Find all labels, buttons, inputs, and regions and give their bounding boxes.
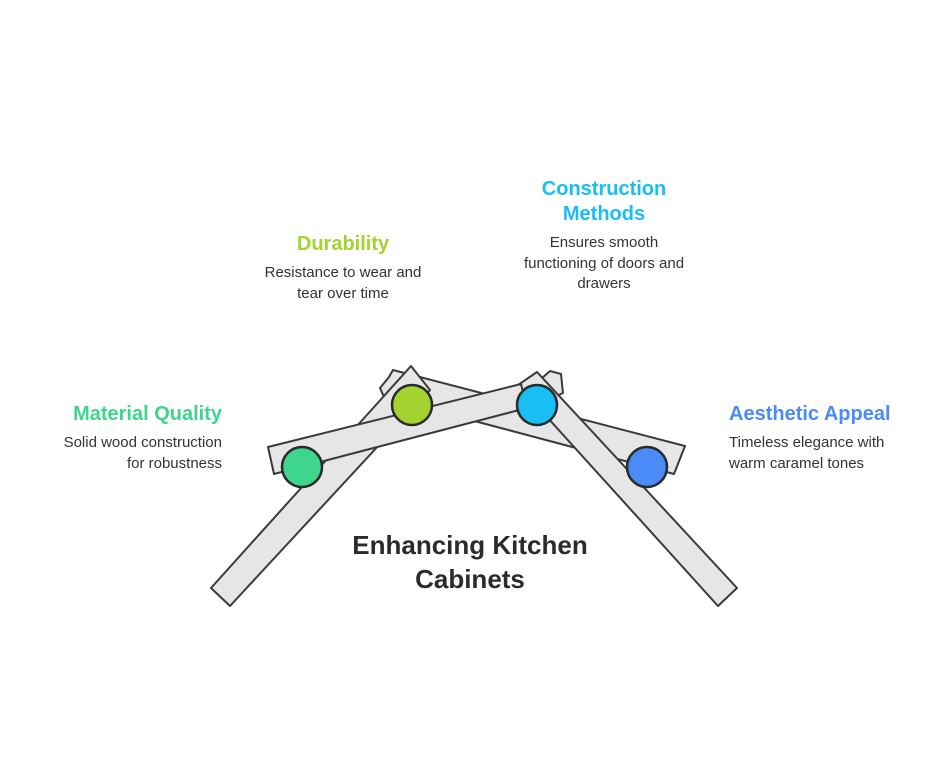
construction-methods-title: Construction Methods	[488, 177, 720, 227]
aesthetic-appeal-description: Timeless elegance with warm caramel tone…	[729, 433, 929, 474]
diagram-title: Enhancing Kitchen Cabinets	[300, 528, 640, 597]
material-quality-title: Material Quality	[73, 403, 222, 425]
durability-desc-line: Resistance to wear and	[264, 264, 422, 281]
construction-methods-desc-line: functioning of doors and	[523, 254, 685, 272]
durability-label: Durability Resistance to wear and tear o…	[235, 232, 451, 304]
construction-methods-desc-line: Ensures smooth	[549, 234, 659, 251]
aesthetic-appeal-node	[625, 445, 669, 489]
material-quality-description: Solid wood construction for robustness	[20, 433, 222, 474]
construction-methods-node	[515, 383, 559, 427]
material-quality-desc-line: Solid wood construction	[63, 434, 222, 451]
construction-methods-desc-line: drawers	[577, 275, 631, 293]
material-quality-label: Material Quality Solid wood construction…	[20, 402, 222, 474]
aesthetic-appeal-desc-line: Timeless elegance with	[729, 434, 885, 451]
aesthetic-appeal-title: Aesthetic Appeal	[729, 403, 891, 425]
diagram-title-line: Cabinets	[415, 564, 525, 595]
material-quality-node	[280, 445, 324, 489]
aesthetic-appeal-desc-line: warm caramel tones	[729, 454, 865, 472]
material-quality-desc-line: for robustness	[126, 454, 222, 472]
construction-methods-title-line: Methods	[562, 203, 646, 225]
durability-desc-line: tear over time	[297, 284, 389, 302]
right-arm	[517, 371, 738, 607]
construction-methods-title-line: Construction	[541, 178, 667, 200]
durability-node	[390, 383, 434, 427]
durability-title: Durability	[296, 233, 390, 255]
durability-description: Resistance to wear and tear over time	[235, 263, 451, 304]
diagram-title-line: Enhancing Kitchen	[352, 530, 588, 560]
construction-methods-description: Ensures smooth functioning of doors and …	[488, 233, 720, 295]
aesthetic-appeal-label: Aesthetic Appeal Timeless elegance with …	[729, 402, 929, 474]
construction-methods-label: Construction Methods Ensures smooth func…	[488, 177, 720, 295]
